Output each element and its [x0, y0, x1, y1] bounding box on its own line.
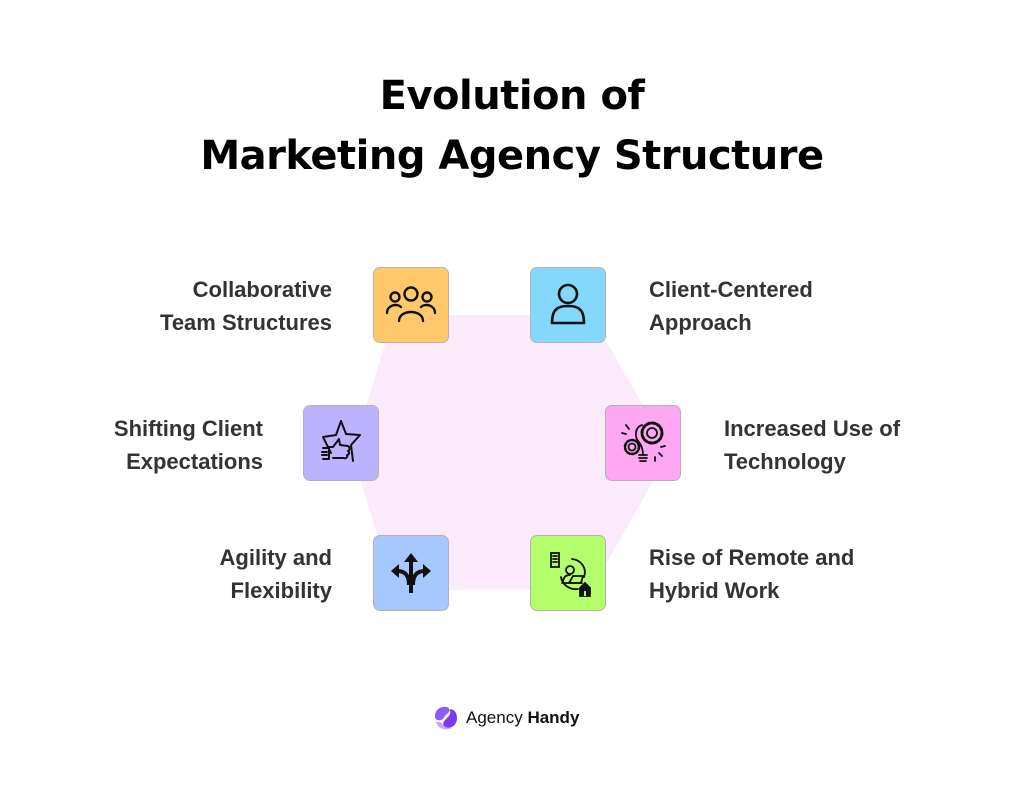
label-collaborative: Collaborative Team Structures [160, 273, 332, 339]
box-shifting [303, 405, 379, 481]
brand-name-bold: Handy [527, 708, 580, 727]
split-arrows-icon [391, 553, 431, 593]
label-line: Approach [649, 310, 752, 335]
label-line: Client-Centered [649, 277, 813, 302]
label-line: Technology [724, 449, 846, 474]
gear-lightbulb-icon [621, 421, 666, 462]
label-line: Hybrid Work [649, 578, 780, 603]
title-line-2: Marketing Agency Structure [200, 133, 824, 179]
box-client-centered [530, 267, 606, 343]
team-group-icon [385, 286, 437, 323]
brand-logo: Agency Handy [432, 704, 579, 732]
label-line: Shifting Client [113, 416, 263, 441]
box-remote [530, 535, 606, 611]
star-thumbs-up-icon [321, 420, 361, 462]
label-line: Team Structures [160, 310, 332, 335]
box-agility [373, 535, 449, 611]
brand-name-regular: Agency [466, 708, 523, 727]
box-collaborative [373, 267, 449, 343]
box-technology [605, 405, 681, 481]
label-line: Agility and [219, 545, 332, 570]
agency-handy-logo-icon [435, 706, 457, 730]
title-line-1: Evolution of [379, 73, 645, 119]
label-line: Rise of Remote and [649, 545, 855, 570]
label-technology: Increased Use of Technology [724, 412, 900, 478]
label-client-centered: Client-Centered Approach [649, 273, 813, 339]
label-line: Flexibility [230, 578, 332, 603]
page-title: Evolution of Marketing Agency Structure [0, 66, 1024, 186]
brand-name: Agency Handy [466, 708, 579, 728]
label-remote: Rise of Remote and Hybrid Work [649, 541, 854, 607]
user-person-icon [550, 283, 586, 325]
remote-work-icon [550, 552, 591, 597]
label-line: Collaborative [192, 277, 332, 302]
label-line: Expectations [126, 449, 263, 474]
label-shifting: Shifting Client Expectations [114, 412, 263, 478]
label-line: Increased Use of [724, 416, 901, 441]
label-agility: Agility and Flexibility [220, 541, 332, 607]
